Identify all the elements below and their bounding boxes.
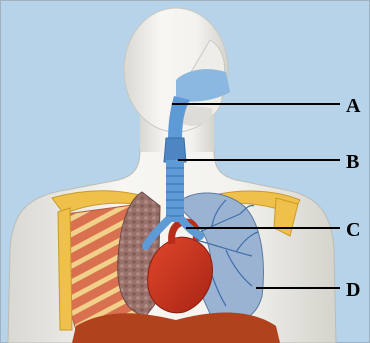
label-a: A (346, 95, 361, 117)
label-c: C (346, 219, 360, 241)
larynx (164, 138, 186, 162)
label-b: B (346, 151, 359, 173)
rib-edge-bone (58, 208, 72, 330)
trachea (166, 160, 184, 222)
label-d: D (346, 279, 360, 301)
